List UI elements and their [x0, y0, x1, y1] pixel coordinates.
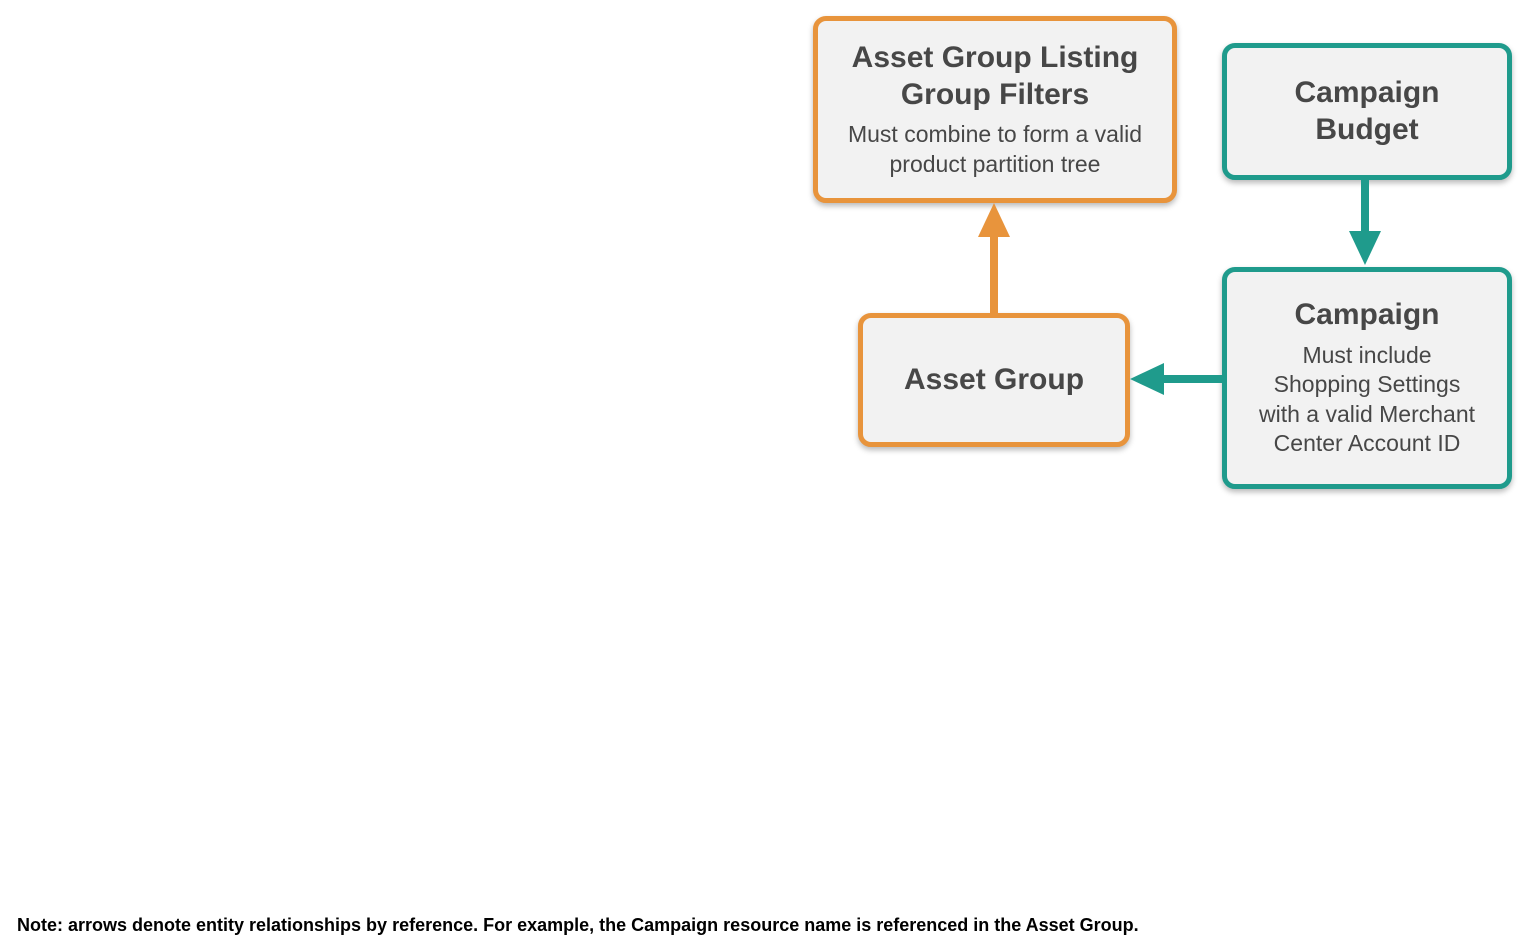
node-campaign-budget: Campaign Budget	[1222, 43, 1512, 180]
arrow-asset-group-to-listing-filters-line	[990, 234, 998, 314]
diagram-note: Note: arrows denote entity relationships…	[17, 915, 1139, 935]
node-subtitle-campaign: Must include Shopping Settings with a va…	[1258, 341, 1476, 457]
node-campaign: Campaign Must include Shopping Settings …	[1222, 267, 1512, 489]
node-asset-group: Asset Group	[858, 313, 1130, 447]
node-title-asset-group-listing-group-filters: Asset Group Listing Group Filters	[851, 40, 1139, 111]
node-title-asset-group: Asset Group	[903, 362, 1085, 396]
node-title-campaign-budget: Campaign Budget	[1294, 75, 1440, 146]
node-subtitle-asset-group-listing-group-filters: Must combine to form a valid product par…	[847, 121, 1142, 177]
arrow-campaign-to-asset-group-head-icon	[1130, 363, 1164, 395]
arrow-campaign-budget-to-campaign-head-icon	[1349, 231, 1381, 265]
arrow-campaign-budget-to-campaign-line	[1361, 179, 1369, 233]
arrow-campaign-to-asset-group-line	[1162, 375, 1222, 383]
arrow-asset-group-to-listing-filters-head-icon	[978, 203, 1010, 237]
node-asset-group-listing-group-filters: Asset Group Listing Group Filters Must c…	[813, 16, 1177, 203]
node-title-campaign: Campaign	[1294, 298, 1440, 332]
